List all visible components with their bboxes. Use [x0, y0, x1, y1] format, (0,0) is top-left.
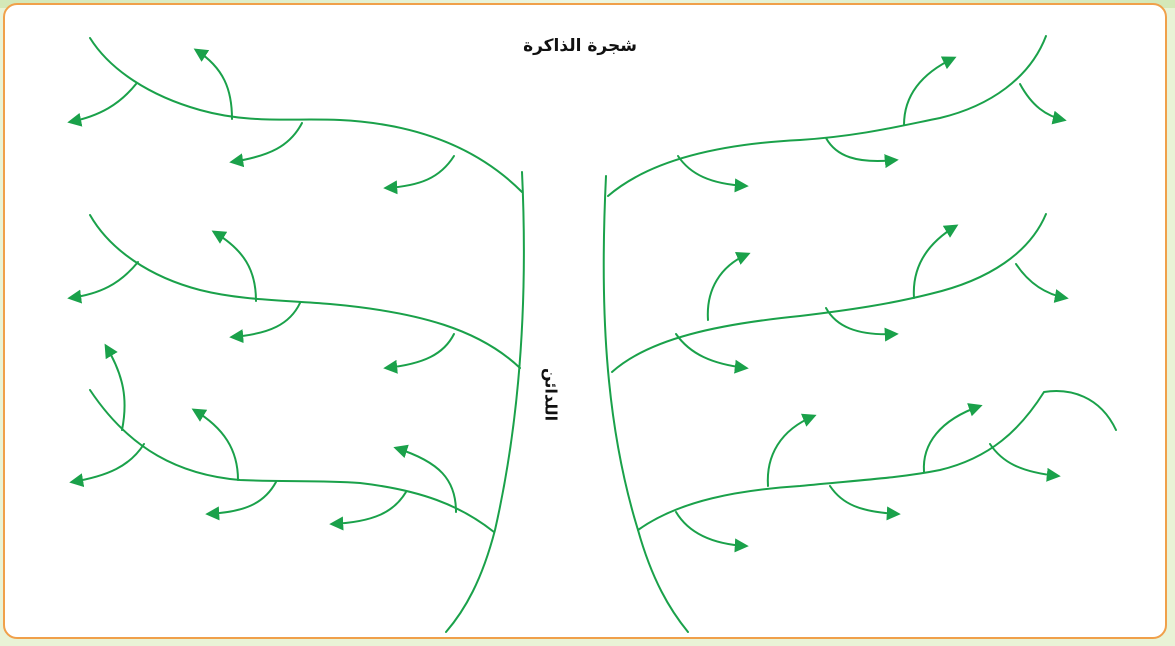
arrow [677, 155, 749, 193]
arrow [383, 155, 455, 195]
arrow [706, 251, 751, 321]
arrow [329, 491, 407, 531]
arrow [829, 485, 901, 521]
arrow [393, 444, 457, 513]
trunk-left-edge [445, 171, 525, 633]
arrow [229, 302, 301, 344]
trunk-label: اللدائن [541, 368, 561, 422]
branch-right-lower [637, 390, 1117, 531]
diagram-title: شجرة الذاكرة [523, 36, 637, 56]
arrow [229, 122, 303, 168]
arrow [766, 413, 817, 487]
arrow [69, 443, 145, 488]
arrow [383, 333, 455, 374]
arrow [191, 408, 239, 481]
branch-left-middle [89, 214, 521, 369]
arrow [104, 343, 126, 431]
arrow [193, 48, 233, 120]
trunk-right-edge [602, 175, 689, 633]
arrow [903, 56, 957, 126]
arrow [1015, 263, 1069, 303]
arrow [675, 511, 749, 553]
arrow [211, 230, 257, 302]
arrow [912, 224, 959, 299]
arrow [922, 403, 983, 473]
arrow [825, 137, 899, 169]
arrow [675, 333, 749, 374]
arrow [67, 261, 139, 304]
branch-left-lower [89, 389, 495, 533]
arrow [1019, 83, 1067, 125]
arrow [205, 481, 277, 521]
arrow [825, 307, 899, 342]
branch-right-middle [611, 213, 1047, 373]
arrow [989, 443, 1061, 482]
arrow [67, 83, 137, 127]
branch-left-upper [89, 37, 523, 193]
branch-right-upper [607, 35, 1047, 197]
